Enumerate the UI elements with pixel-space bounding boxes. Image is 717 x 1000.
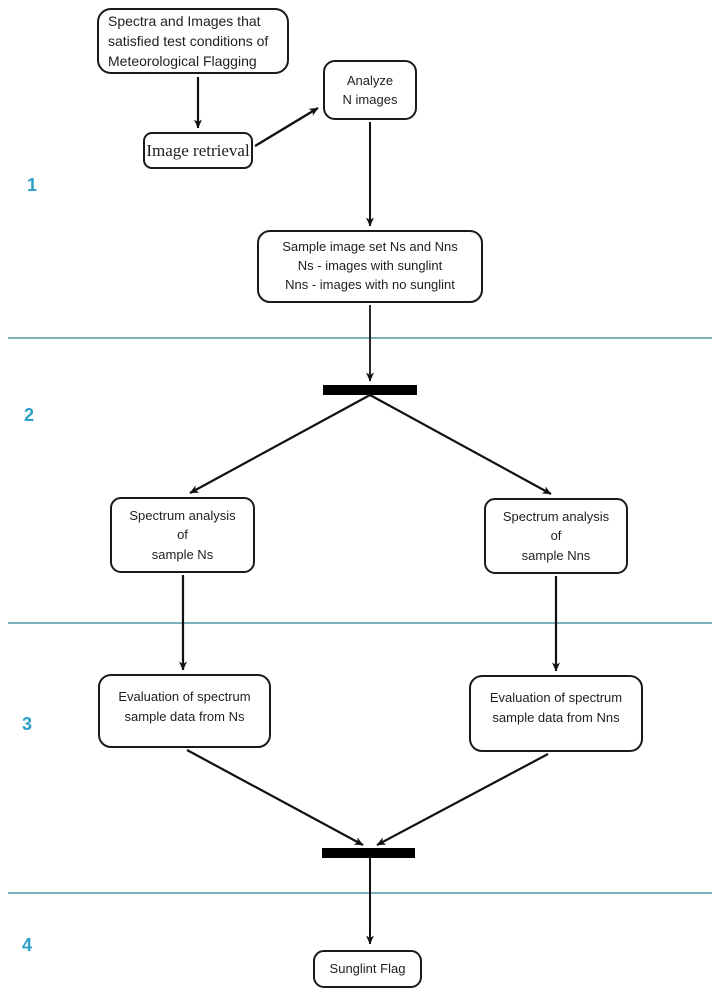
- arrow-eval-ns-to-join: [186, 749, 364, 846]
- node-text-line: sample Ns: [151, 546, 214, 562]
- stage-label-4: 4: [22, 935, 33, 955]
- stage-label-1: 1: [27, 175, 38, 195]
- node-spectrum-analysis-nns: Spectrum analysis of sample Nns: [484, 498, 628, 574]
- node-text-line: sample data from Ns: [124, 708, 245, 724]
- node-text-line: Evaluation of spectrum: [118, 689, 251, 704]
- node-image-retrieval: Image retrieval: [143, 132, 253, 169]
- node-text-line: Spectrum analysis: [129, 507, 236, 523]
- node-sample-image-set: Sample image set Ns and Nns Ns - images …: [257, 230, 483, 303]
- node-text-line: Ns - images with sunglint: [297, 258, 443, 274]
- node-text-line: Nns - images with no sunglint: [285, 276, 455, 292]
- node-sunglint-flag: Sunglint Flag: [313, 950, 422, 988]
- node-text-line: satisfied test conditions of: [108, 33, 269, 49]
- arrow-fork-to-spectrum-ns: [189, 394, 371, 494]
- node-text-line: of: [550, 528, 562, 544]
- node-text-line: Meteorological Flagging: [108, 53, 257, 69]
- node-text-line: Spectrum analysis: [502, 508, 610, 524]
- stage-label-2: 2: [24, 405, 35, 425]
- node-evaluation-ns: Evaluation of spectrum sample data from …: [98, 674, 271, 748]
- node-text-line: Spectra and Images that: [108, 13, 261, 29]
- node-text-line: Analyze: [346, 72, 394, 88]
- join-bar: [322, 848, 415, 858]
- node-text-line: Sunglint Flag: [329, 961, 406, 977]
- stage-label-3: 3: [22, 714, 33, 734]
- node-text-line: Sample image set Ns and Nns: [282, 239, 458, 255]
- node-text-line: N images: [342, 92, 398, 107]
- fork-bar: [323, 385, 417, 395]
- arrow-eval-nns-to-join: [376, 753, 549, 846]
- node-text-line: sample Nns: [521, 547, 591, 563]
- node-source-spectra-images: Spectra and Images that satisfied test c…: [97, 8, 289, 74]
- arrow-retrieval-to-analyze: [254, 106, 319, 148]
- node-text-line: Image retrieval: [146, 141, 250, 160]
- arrow-fork-to-spectrum-nns: [369, 394, 552, 495]
- node-spectrum-analysis-ns: Spectrum analysis of sample Ns: [110, 497, 255, 573]
- node-text-line: sample data from Nns: [492, 709, 620, 725]
- node-text-line: Evaluation of spectrum: [489, 690, 623, 705]
- node-evaluation-nns: Evaluation of spectrum sample data from …: [469, 675, 643, 752]
- node-text-line: of: [177, 527, 188, 543]
- node-analyze-n-images: Analyze N images: [323, 60, 417, 120]
